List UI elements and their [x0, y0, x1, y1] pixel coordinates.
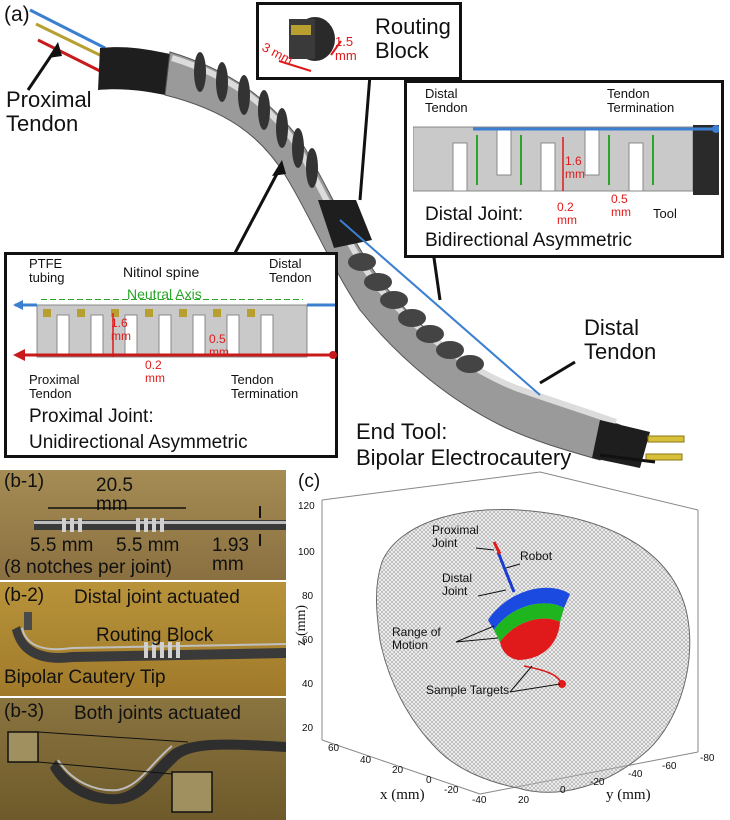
b2-caption: Distal joint actuated: [74, 587, 240, 608]
b1-dim-b: 5.5 mm: [116, 535, 180, 556]
b3-tag: (b-3): [4, 701, 45, 722]
x-tick-60: 60: [328, 743, 340, 754]
y-tick-m80: -80: [700, 753, 715, 764]
proximal-box-distal-tendon: Distal Tendon: [269, 256, 312, 285]
distal-box-caption-2: Bidirectional Asymmetric: [425, 230, 632, 251]
b1-dim-dia: 1.93 mm: [212, 535, 249, 575]
x-tick-0: 0: [426, 775, 432, 786]
distal-box-caption-1: Distal Joint:: [425, 204, 524, 225]
proximal-box-dim-h: 1.6 mm: [111, 316, 131, 343]
b3-caption: Both joints actuated: [74, 703, 241, 724]
c-range-of-motion: Range of Motion: [392, 625, 441, 652]
proximal-box-dim-gap: 0.2 mm: [145, 358, 165, 385]
robot-illustration: [26, 8, 685, 468]
c-proximal-joint: Proximal Joint: [432, 523, 479, 550]
b2-tag: (b-2): [4, 585, 45, 606]
proximal-joint-box: PTFE tubing Nitinol spine Distal Tendon …: [4, 252, 338, 458]
x-tick-40: 40: [360, 755, 372, 766]
b2-routing-block: Routing Block: [96, 625, 214, 646]
b1-notches: (8 notches per joint): [4, 557, 172, 578]
b2-instrument: [12, 612, 286, 663]
y-tick-m20: -20: [590, 777, 605, 788]
b1-tag: (b-1): [4, 471, 45, 492]
routing-block-box: 3 mm 1.5 mm Routing Block: [256, 2, 462, 80]
y-tick-0: 0: [560, 785, 566, 796]
proximal-box-caption-1: Proximal Joint:: [29, 406, 154, 427]
distal-box-tendon-termination: Tendon Termination: [607, 86, 675, 115]
y-tick-m40: -40: [628, 769, 643, 780]
routing-block-icon: [278, 17, 342, 72]
c-tag: (c): [298, 471, 321, 492]
b1-dim-total: 20.5 mm: [96, 475, 133, 515]
c-distal-joint: Distal Joint: [442, 571, 473, 598]
proximal-tendon-line: [13, 349, 337, 361]
b1-instrument: [34, 506, 286, 546]
z-tick-100: 100: [298, 547, 315, 558]
distal-box-dim-h: 1.6 mm: [565, 154, 585, 181]
z-tick-120: 120: [298, 501, 315, 512]
proximal-box-nitinol: Nitinol spine: [123, 264, 200, 280]
proximal-box-neutral-axis: Neutral Axis: [127, 286, 202, 302]
routing-block-dim-dia: 1.5 mm: [335, 34, 357, 63]
proximal-box-proximal-tendon: Proximal Tendon: [29, 372, 80, 401]
y-tick-m60: -60: [662, 761, 677, 772]
proximal-box-ptfe: PTFE tubing: [29, 256, 65, 285]
distal-tendon-label: Distal Tendon: [584, 315, 657, 365]
z-tick-40: 40: [302, 679, 314, 690]
y-tick-20: 20: [518, 795, 530, 806]
x-tick-m20: -20: [444, 785, 459, 796]
proximal-joint-diagram: [13, 299, 335, 358]
panel-b3: (b-3) Both joints actuated: [0, 698, 286, 820]
x-axis-label: x (mm): [380, 787, 425, 803]
proximal-tendon-label: Proximal Tendon: [6, 87, 92, 137]
panel-b1: (b-1) 20.5 mm 5.5 mm 5.5 mm 1.93 mm (8 n…: [0, 470, 286, 580]
z-axis-label: z (mm): [294, 604, 310, 646]
b1-dim-a: 5.5 mm: [30, 535, 94, 556]
b2-tip: Bipolar Cautery Tip: [4, 667, 166, 688]
z-tick-20: 20: [302, 723, 314, 734]
panel-c: (c) 120 100 80 60 40 20 z (mm) 60 40 20 …: [288, 470, 730, 820]
panel-a: (a) Proximal Tendon 3 mm 1.5 mm Routing …: [4, 2, 724, 470]
x-tick-m40: -40: [472, 795, 487, 806]
z-tick-60: 60: [302, 635, 314, 646]
distal-box-distal-tendon: Distal Tendon: [425, 86, 468, 115]
distal-box-dim-gap: 0.2 mm: [557, 200, 577, 227]
proximal-box-caption-2: Unidirectional Asymmetric: [29, 432, 248, 453]
distal-joint-diagram: [413, 125, 719, 195]
b3-instrument: [7, 731, 286, 813]
distal-box-tool: Tool: [653, 206, 677, 221]
c-sample-targets: Sample Targets: [426, 683, 510, 697]
end-tool-label-2: Bipolar Electrocautery: [356, 445, 572, 470]
proximal-box-dim-w: 0.5 mm: [209, 332, 229, 359]
brain-plot: [321, 471, 699, 795]
panel-a-tag: (a): [4, 3, 30, 26]
distal-joint-box: Distal Tendon Tendon Termination 1.6 m: [404, 80, 724, 258]
y-axis-label: y (mm): [606, 787, 651, 803]
proximal-box-tendon-termination: Tendon Termination: [231, 372, 299, 401]
x-tick-20: 20: [392, 765, 404, 776]
c-robot: Robot: [520, 549, 553, 563]
distal-box-dim-w: 0.5 mm: [611, 192, 631, 219]
z-tick-80: 80: [302, 591, 314, 602]
panel-b2: (b-2) Distal joint actuated Routing Bloc…: [0, 582, 286, 696]
end-tool-label-1: End Tool:: [356, 419, 448, 444]
routing-block-title: Routing Block: [375, 14, 451, 64]
